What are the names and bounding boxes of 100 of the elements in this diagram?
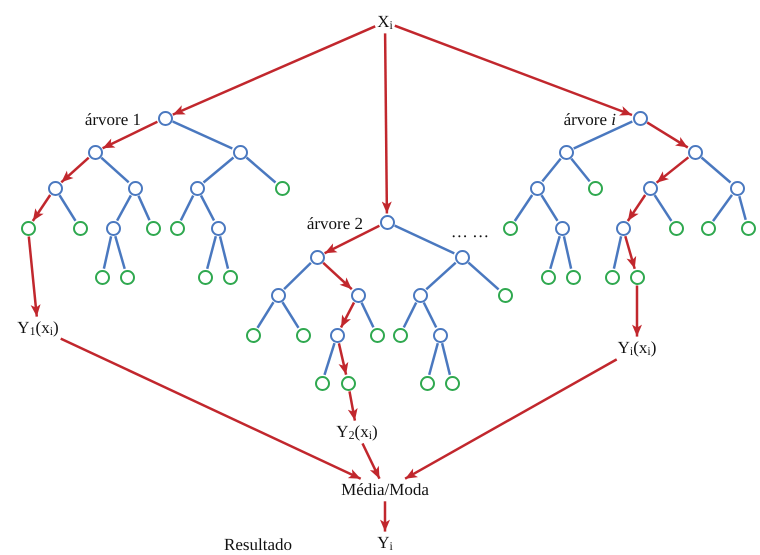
arrow bbox=[361, 442, 381, 480]
tree-node-circle bbox=[270, 288, 286, 302]
branch-line bbox=[256, 302, 275, 328]
leaf-node-circle bbox=[146, 220, 160, 236]
leaf-node-circle bbox=[370, 328, 384, 342]
branch-line bbox=[428, 342, 439, 376]
tree-node-circle bbox=[210, 220, 226, 236]
leaf-node-circle bbox=[94, 270, 110, 284]
leaf-node-circle bbox=[604, 270, 620, 284]
tree-node-circle bbox=[432, 328, 448, 342]
branch-line bbox=[468, 262, 500, 290]
branch-line bbox=[570, 158, 591, 182]
leaf-node-circle bbox=[314, 376, 330, 390]
leaf-node-circle bbox=[198, 270, 212, 284]
arrow bbox=[646, 121, 688, 149]
leaf-node-circle bbox=[630, 270, 644, 284]
branch-line bbox=[654, 194, 672, 222]
branch-line bbox=[114, 236, 126, 270]
arrow bbox=[32, 194, 52, 222]
tree-node-circle bbox=[310, 250, 324, 264]
branch-line bbox=[440, 342, 452, 376]
branch-line bbox=[549, 236, 561, 270]
branch-line bbox=[206, 236, 217, 270]
branch-line bbox=[394, 224, 455, 255]
leaf-node-circle bbox=[498, 288, 512, 302]
prediction-label: Y$_{i}$(x$_{i}$) bbox=[618, 338, 656, 358]
leaf-node-circle bbox=[588, 180, 602, 196]
branch-line bbox=[172, 120, 233, 150]
tree-node-circle bbox=[190, 180, 204, 196]
tree-node-circle bbox=[48, 180, 62, 196]
branch-line bbox=[514, 194, 534, 222]
leaf-node-circle bbox=[72, 220, 88, 236]
leaf-node-circle bbox=[296, 328, 310, 342]
tree-node-circle bbox=[330, 328, 344, 342]
tree-label: árvore 1 bbox=[84, 110, 141, 130]
branch-line bbox=[116, 194, 132, 222]
arrow bbox=[172, 25, 376, 116]
arrow bbox=[380, 501, 390, 532]
leaf-node-circle bbox=[246, 328, 260, 342]
branch-line bbox=[323, 342, 336, 376]
tree-node-circle bbox=[380, 214, 394, 230]
result-label: Resultado bbox=[224, 536, 292, 554]
leaf-node-circle bbox=[420, 376, 434, 390]
arrow bbox=[626, 194, 646, 222]
branch-line bbox=[202, 156, 234, 184]
leaf-node-circle bbox=[392, 328, 408, 342]
branch-line bbox=[700, 156, 732, 184]
branch-line bbox=[422, 302, 438, 328]
tree-node-circle bbox=[558, 144, 574, 160]
arrow bbox=[404, 358, 618, 480]
tree-node-circle bbox=[730, 180, 744, 196]
branch-line bbox=[712, 194, 734, 222]
leaf-node-circle bbox=[502, 220, 518, 236]
branch-line bbox=[360, 302, 375, 328]
arrow bbox=[382, 33, 392, 214]
leaf-node-circle bbox=[700, 220, 716, 236]
leaf-node-circle bbox=[740, 220, 756, 236]
tree-label: árvore 2 bbox=[306, 214, 363, 234]
branch-line bbox=[283, 262, 312, 290]
branch-line bbox=[562, 236, 572, 269]
arrow bbox=[656, 156, 690, 184]
branch-line bbox=[180, 195, 194, 221]
tree-node-circle bbox=[232, 144, 248, 160]
branch-line bbox=[541, 158, 562, 182]
leaf-node-circle bbox=[340, 376, 356, 390]
tree-node-circle bbox=[688, 144, 702, 160]
leaf-node-circle bbox=[668, 220, 684, 236]
leaf-node-circle bbox=[566, 270, 580, 284]
tree-node-circle bbox=[158, 110, 172, 126]
prediction-label: Y$_{2}$(x$_{i}$) bbox=[336, 422, 378, 442]
branch-line bbox=[58, 194, 77, 222]
leaf-node-circle bbox=[540, 270, 556, 284]
arrow bbox=[102, 120, 158, 150]
arrow bbox=[28, 236, 41, 317]
tree-node-circle bbox=[530, 180, 544, 196]
branch-line bbox=[137, 195, 151, 221]
branch-line bbox=[573, 120, 633, 150]
arrow bbox=[348, 391, 358, 421]
tree-node-circle bbox=[106, 220, 120, 236]
leaf-node-circle bbox=[274, 180, 290, 196]
leaf-node-circle bbox=[444, 376, 460, 390]
branch-line bbox=[246, 156, 276, 184]
output-label: Y$_{i}$ bbox=[377, 534, 393, 552]
tree-node-circle bbox=[616, 220, 630, 236]
branch-line bbox=[612, 236, 622, 269]
input-label: X$_{i}$ bbox=[377, 12, 393, 32]
leaf-node-circle bbox=[120, 270, 134, 284]
prediction-label: Y$_{1}$(x$_{i}$) bbox=[17, 318, 59, 338]
arrow bbox=[394, 24, 632, 116]
tree-node-circle bbox=[412, 288, 428, 302]
arrow bbox=[322, 262, 353, 290]
branch-line bbox=[738, 196, 747, 220]
branch-line bbox=[200, 194, 216, 222]
leaf-node-circle bbox=[222, 270, 238, 284]
branch-line bbox=[540, 194, 559, 222]
tree-node-circle bbox=[554, 220, 570, 236]
arrow bbox=[338, 343, 348, 375]
arrow bbox=[632, 286, 642, 337]
branch-line bbox=[218, 236, 230, 269]
tree-node-circle bbox=[454, 250, 470, 264]
